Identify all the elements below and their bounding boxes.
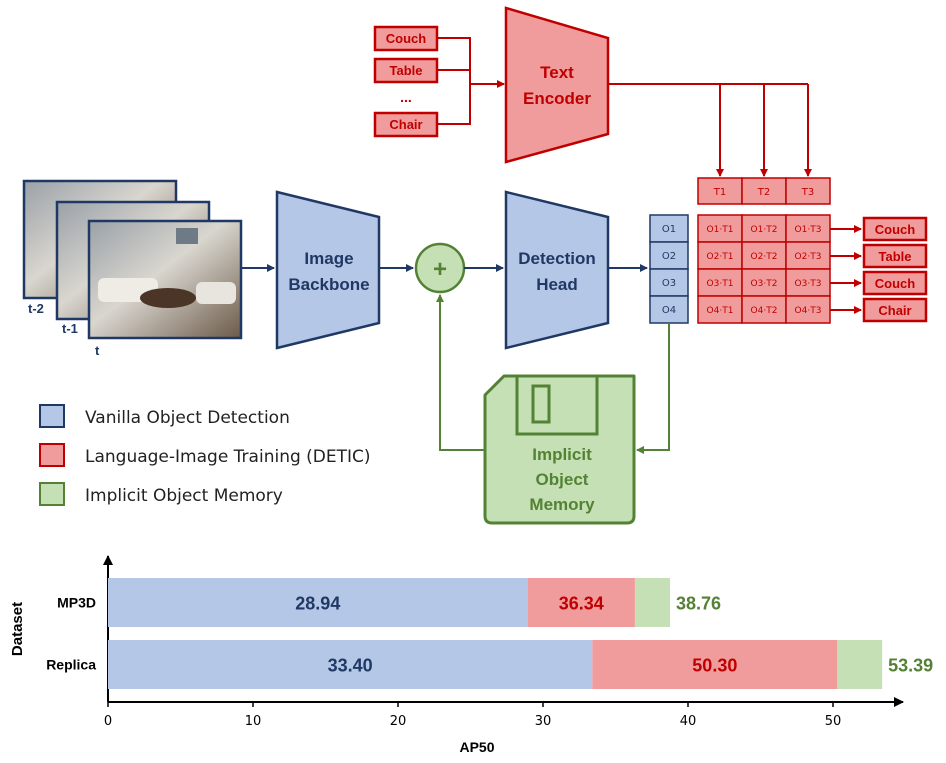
detection-head-label-1: Detection xyxy=(518,249,595,268)
x-tick-label: 0 xyxy=(104,714,112,729)
ellipsis-label: ... xyxy=(400,89,412,105)
bar-segment xyxy=(634,578,671,627)
object-query-label: O2 xyxy=(662,251,676,262)
matrix-cell-label: O2·T3 xyxy=(795,252,822,262)
text-token-label: T1 xyxy=(713,187,726,198)
text-encoder-label-2: Encoder xyxy=(523,89,591,108)
text-encoder-output-arrows xyxy=(608,83,812,177)
memory-floppy-shutter xyxy=(515,374,599,436)
matrix-cell-label: O1·T3 xyxy=(795,225,822,235)
matrix-cell-label: O2·T2 xyxy=(751,252,778,262)
bar-segment xyxy=(592,640,838,689)
frame-label: t-1 xyxy=(62,321,78,336)
category-label: Replica xyxy=(46,657,96,673)
text-token-row: T1 T2 T3 xyxy=(697,177,831,205)
x-tick-label: 20 xyxy=(390,714,407,729)
detection-head-label-2: Head xyxy=(536,275,578,294)
y-axis-title: Dataset xyxy=(9,602,26,656)
legend-swatch-red xyxy=(39,443,65,467)
frame-label: t-2 xyxy=(28,301,44,316)
matrix-cell-label: O4·T3 xyxy=(795,306,822,316)
legend-swatch-green xyxy=(39,482,65,506)
x-axis-title: AP50 xyxy=(459,739,494,755)
bar-value-label: 50.30 xyxy=(692,656,737,676)
text-input-connectors xyxy=(437,37,505,125)
bar-segment xyxy=(837,640,883,689)
frame-label: t xyxy=(95,343,100,358)
legend-label: Vanilla Object Detection xyxy=(85,408,290,428)
prediction-label: Table xyxy=(879,249,912,264)
matrix-cell-label: O4·T1 xyxy=(707,306,734,316)
table-shape xyxy=(140,288,196,308)
prediction-label: Couch xyxy=(875,276,916,291)
armchair-shape xyxy=(196,282,236,304)
x-tick-label: 10 xyxy=(245,714,262,729)
matrix-cell-label: O1·T1 xyxy=(707,225,734,235)
text-token-label: T2 xyxy=(757,187,770,198)
bar-segment xyxy=(527,578,635,627)
text-token-label: T3 xyxy=(801,187,814,198)
text-input-label: Couch xyxy=(386,31,427,46)
legend-label: Implicit Object Memory xyxy=(85,486,283,506)
text-encoder-block xyxy=(504,6,610,164)
matrix-cell-label: O3·T2 xyxy=(751,279,778,289)
window-shape xyxy=(176,228,198,244)
bar-value-label: 38.76 xyxy=(676,594,721,614)
legend-swatch-blue xyxy=(39,404,65,428)
matrix-cell-label: O3·T3 xyxy=(795,279,822,289)
object-query-label: O4 xyxy=(662,305,676,316)
matrix-cell-label: O1·T2 xyxy=(751,225,778,235)
memory-label-1: Implicit xyxy=(532,445,592,464)
matrix-cell-label: O3·T1 xyxy=(707,279,734,289)
object-query-label: O3 xyxy=(662,278,676,289)
memory-label-3: Memory xyxy=(529,495,595,514)
image-backbone-block xyxy=(275,190,381,350)
image-backbone-label-1: Image xyxy=(304,249,353,268)
similarity-matrix: O1·T1 O1·T2 O1·T3 O2·T1 O2·T2 O2·T3 O3·T… xyxy=(697,214,831,324)
text-input-label: Table xyxy=(390,63,423,78)
bar-value-label: 33.40 xyxy=(328,656,373,676)
bar-segment xyxy=(108,640,593,689)
memory-label-2: Object xyxy=(536,470,589,489)
plus-symbol: + xyxy=(433,256,447,283)
text-encoder-label-1: Text xyxy=(540,63,574,82)
bar-value-label: 28.94 xyxy=(295,594,340,614)
legend: Vanilla Object Detection Language-Image … xyxy=(39,404,371,506)
bar-segment xyxy=(108,578,528,627)
prediction-column: Couch Table Couch Chair xyxy=(830,216,928,323)
bar-value-label: 53.39 xyxy=(888,656,933,676)
x-tick-label: 40 xyxy=(680,714,697,729)
prediction-label: Chair xyxy=(878,303,911,318)
ap50-bar-chart: Dataset AP50 28.94 36.34 38.76 33.40 50.30 53… xyxy=(9,555,933,755)
bar-value-label: 36.34 xyxy=(559,594,604,614)
prediction-label: Couch xyxy=(875,222,916,237)
detection-head-block xyxy=(504,190,610,350)
object-query-column: O1 O2 O3 O4 xyxy=(649,214,689,324)
object-query-label: O1 xyxy=(662,224,676,235)
matrix-cell-label: O4·T2 xyxy=(751,306,778,316)
x-tick-label: 50 xyxy=(825,714,842,729)
text-input-group: Couch Table ... Chair xyxy=(373,25,439,138)
x-tick-label: 30 xyxy=(535,714,552,729)
memory-loop-arrows xyxy=(436,294,670,454)
category-label: MP3D xyxy=(57,595,96,611)
memory-floppy-slot xyxy=(531,384,551,424)
matrix-cell-label: O2·T1 xyxy=(707,252,734,262)
image-backbone-label-2: Backbone xyxy=(288,275,369,294)
text-input-label: Chair xyxy=(389,117,422,132)
input-frames: t-2 t-1 t xyxy=(22,179,243,358)
legend-label: Language-Image Training (DETIC) xyxy=(85,447,371,467)
